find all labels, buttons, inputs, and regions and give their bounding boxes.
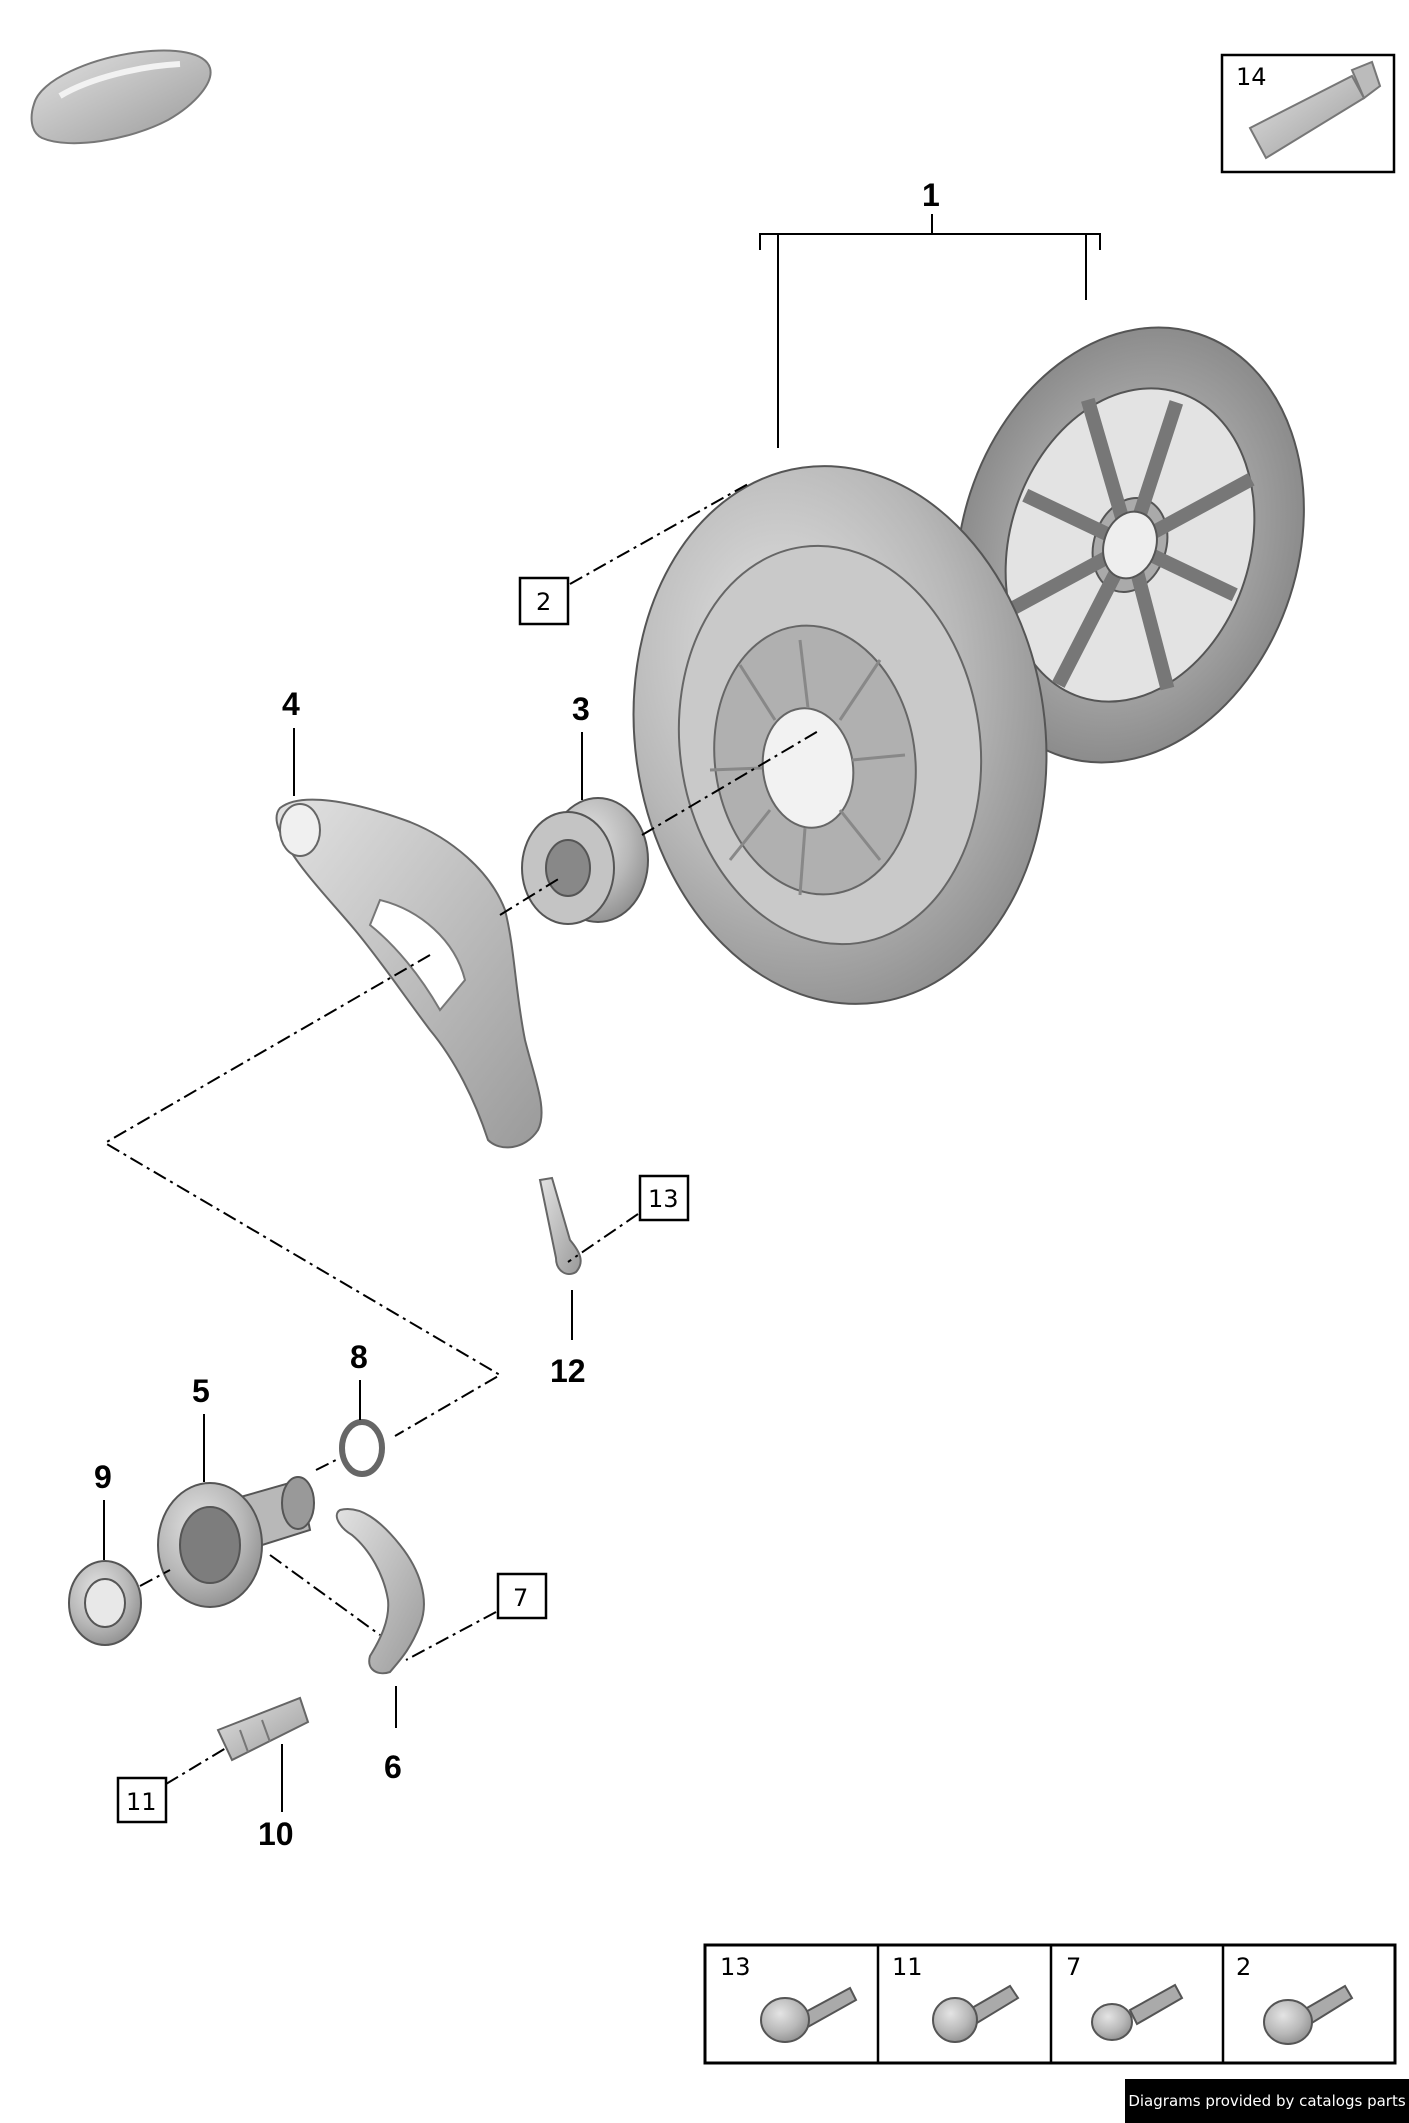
callout-11: 11	[116, 1747, 227, 1824]
callout-4: 4	[282, 686, 561, 916]
callout-7: 7	[405, 1572, 548, 1661]
bolt-icon	[760, 1986, 858, 2043]
svg-text:7: 7	[513, 1584, 528, 1612]
callout-2: 2	[518, 483, 749, 626]
svg-text:11: 11	[126, 1788, 157, 1816]
bearing-bracket	[335, 1508, 425, 1675]
fastener-cell-label: 13	[720, 1953, 751, 1981]
bolt-icon	[1091, 1983, 1184, 2041]
callout-1-bracket: 1	[759, 177, 1101, 448]
svg-text:4: 4	[282, 686, 300, 722]
svg-text:10: 10	[258, 1816, 294, 1852]
svg-text:14: 14	[1236, 63, 1267, 91]
svg-text:6: 6	[384, 1749, 402, 1785]
svg-text:1: 1	[922, 177, 940, 213]
svg-text:5: 5	[192, 1373, 210, 1409]
fastener-cell-label: 11	[892, 1953, 923, 1981]
bolt-icon	[932, 1984, 1020, 2043]
svg-text:9: 9	[94, 1459, 112, 1495]
callout-6: 6	[384, 1686, 402, 1785]
callout-9: 9	[94, 1459, 112, 1560]
seal-ring	[68, 1560, 142, 1646]
release-fork	[275, 798, 543, 1149]
vehicle-icon	[30, 49, 212, 145]
clutch-pressure-plate	[632, 465, 1048, 1005]
grease-tube-icon	[1248, 60, 1382, 160]
fastener-cell-label: 2	[1236, 1953, 1251, 1981]
sleeve	[216, 1696, 310, 1762]
callout-10: 10	[258, 1744, 294, 1852]
bolt-icon	[1263, 1984, 1354, 2045]
svg-text:13: 13	[648, 1185, 679, 1213]
callout-13: 13	[567, 1174, 690, 1263]
svg-text:12: 12	[550, 1353, 586, 1389]
fork-clip	[538, 1176, 582, 1276]
guide-tube	[157, 1476, 315, 1608]
credit-banner: Diagrams provided by catalogs parts	[1125, 2079, 1409, 2123]
svg-text:3: 3	[572, 691, 590, 727]
callout-12: 12	[550, 1290, 586, 1389]
svg-text:8: 8	[350, 1339, 368, 1375]
callout-5: 5	[192, 1373, 210, 1482]
clutch-disc	[955, 326, 1305, 764]
item-14-box: 14	[1220, 53, 1396, 174]
fastener-cell-label: 7	[1066, 1953, 1081, 1981]
callout-3: 3	[572, 691, 821, 836]
svg-text:2: 2	[536, 588, 551, 616]
fastener-table: 13 11 7 2	[703, 1943, 1397, 2065]
o-ring	[339, 1419, 385, 1477]
callout-8: 8	[350, 1339, 368, 1420]
assembly-dash-lines	[103, 954, 502, 1636]
release-bearing	[521, 797, 649, 925]
